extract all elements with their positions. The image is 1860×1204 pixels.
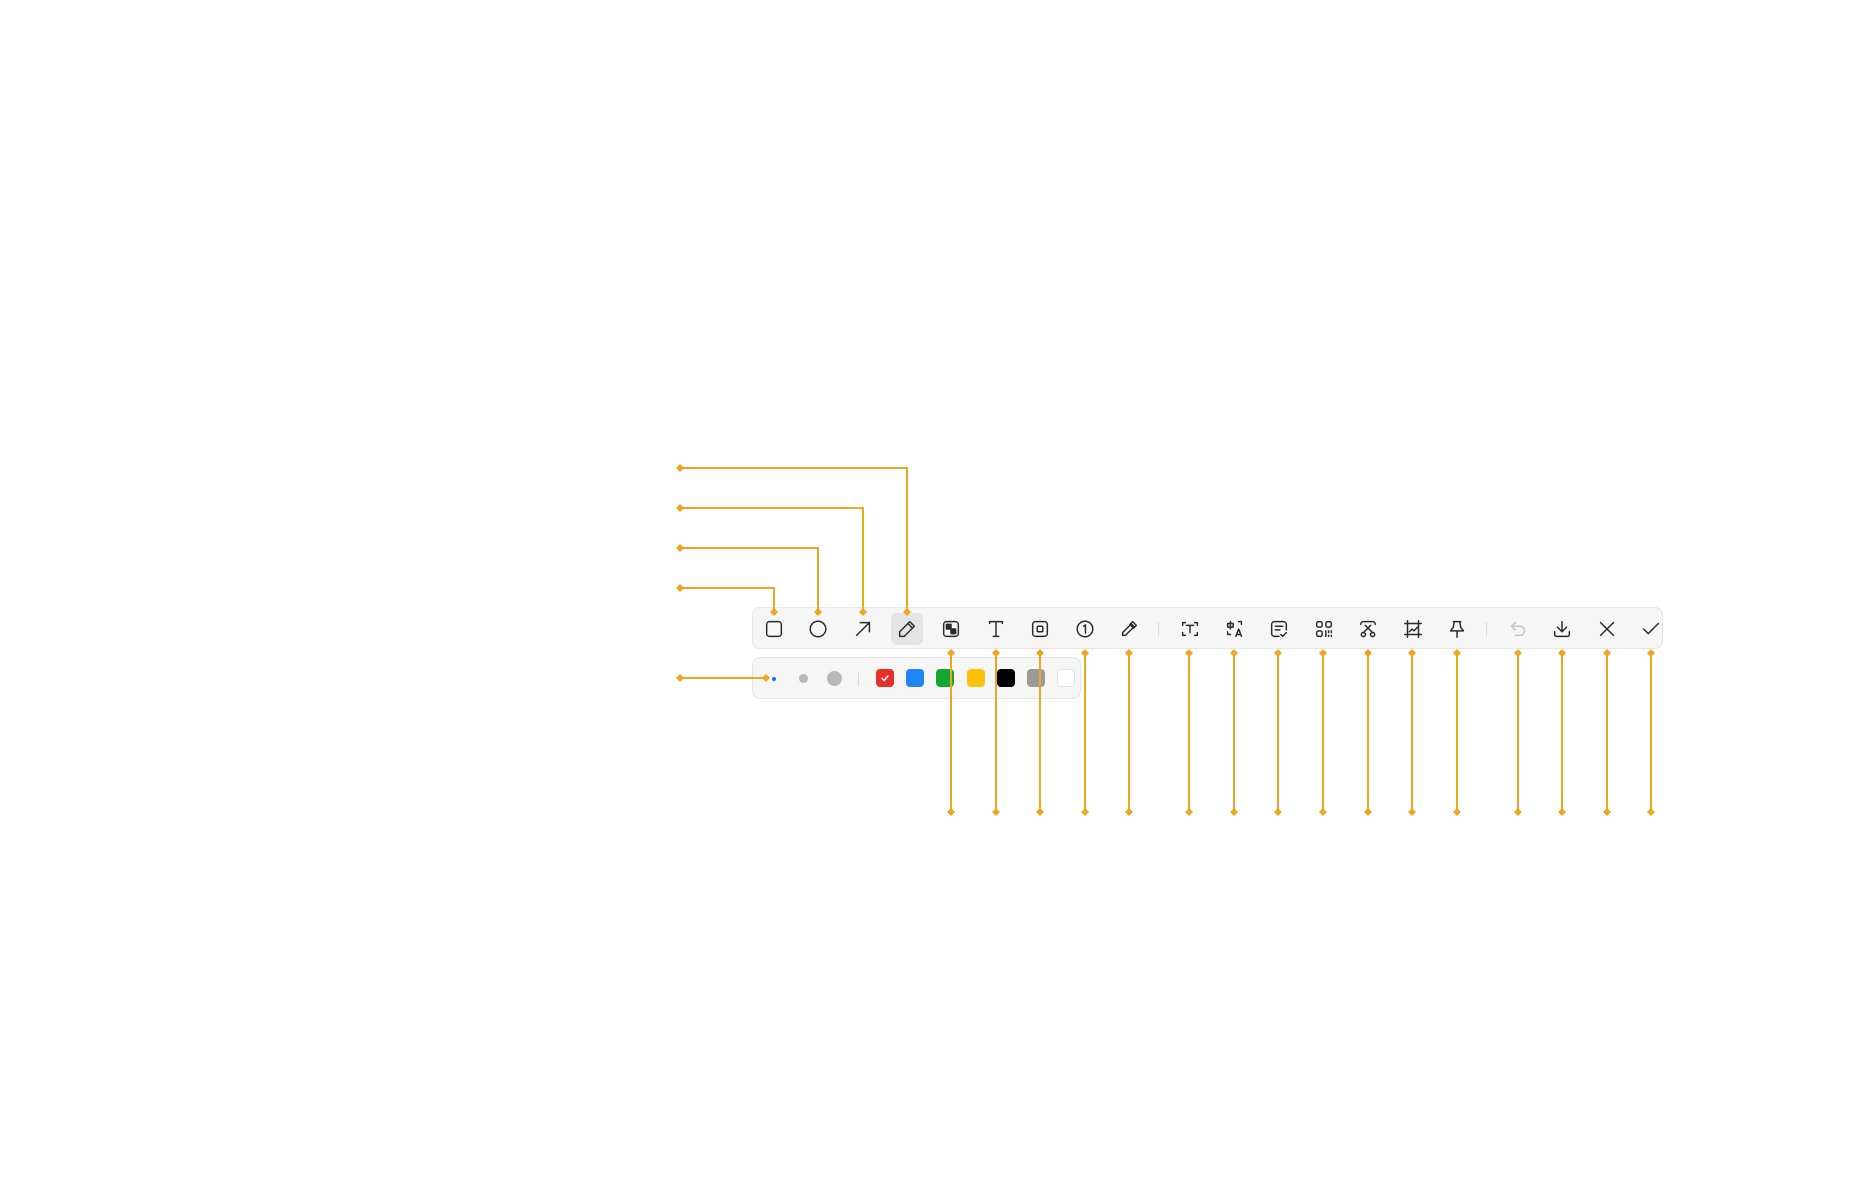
pen-style-bar xyxy=(752,657,1081,699)
ellipse-icon xyxy=(809,620,827,638)
callout-endpoint xyxy=(1558,808,1566,816)
callout-line xyxy=(680,547,819,612)
callout-endpoint xyxy=(1603,649,1611,657)
text-tool-button[interactable] xyxy=(980,613,1012,645)
summary-icon xyxy=(1270,620,1288,638)
color-swatch-red[interactable] xyxy=(876,669,894,687)
eyedropper-icon xyxy=(1121,620,1138,637)
color-picker-button[interactable] xyxy=(1113,613,1145,645)
highlight-box-icon xyxy=(1031,620,1049,638)
check-icon xyxy=(881,675,889,682)
highlight-box-tool-button[interactable] xyxy=(1024,613,1056,645)
callout-endpoint xyxy=(676,464,684,472)
callout-endpoint xyxy=(1230,808,1238,816)
ocr-text-button[interactable] xyxy=(1174,613,1206,645)
size-medium-option[interactable] xyxy=(799,674,808,683)
undo-icon xyxy=(1510,621,1526,637)
callout-endpoint xyxy=(676,674,684,682)
callout-endpoint xyxy=(1081,808,1089,816)
callout-endpoint xyxy=(1453,808,1461,816)
pen-icon xyxy=(898,620,916,638)
long-screenshot-button[interactable] xyxy=(1397,613,1429,645)
number-marker-icon xyxy=(1076,620,1094,638)
callout-endpoint xyxy=(1185,808,1193,816)
callout-endpoint xyxy=(1319,808,1327,816)
size-large-option[interactable] xyxy=(827,671,842,686)
translate-button[interactable] xyxy=(1219,613,1251,645)
qr-code-icon xyxy=(1315,620,1333,638)
callout-endpoint xyxy=(947,808,955,816)
callout-endpoint xyxy=(992,808,1000,816)
callout-endpoint xyxy=(1453,649,1461,657)
ellipse-tool-button[interactable] xyxy=(802,613,834,645)
check-icon xyxy=(1642,622,1660,635)
arrow-icon xyxy=(855,621,871,637)
callout-endpoint xyxy=(1319,649,1327,657)
toolbar-divider xyxy=(1486,622,1487,636)
callout-endpoint xyxy=(1647,649,1655,657)
rectangle-tool-button[interactable] xyxy=(758,613,790,645)
callout-endpoint xyxy=(676,504,684,512)
callout-endpoint xyxy=(1125,808,1133,816)
cutout-button[interactable] xyxy=(1352,613,1384,645)
callout-endpoint xyxy=(1125,649,1133,657)
callout-line xyxy=(680,507,864,612)
color-swatch-gray[interactable] xyxy=(1027,669,1045,687)
callout-endpoint xyxy=(1274,808,1282,816)
download-button[interactable] xyxy=(1546,613,1578,645)
color-swatch-blue[interactable] xyxy=(906,669,924,687)
callout-endpoint xyxy=(992,649,1000,657)
callout-endpoint xyxy=(676,544,684,552)
callout-endpoint xyxy=(1081,649,1089,657)
callout-endpoint xyxy=(676,584,684,592)
color-swatch-black[interactable] xyxy=(997,669,1015,687)
rectangle-icon xyxy=(765,620,783,638)
download-icon xyxy=(1553,620,1571,638)
pin-button[interactable] xyxy=(1441,613,1473,645)
color-swatch-white[interactable] xyxy=(1057,669,1075,687)
callout-endpoint xyxy=(1647,808,1655,816)
callout-endpoint xyxy=(1603,808,1611,816)
undo-button[interactable] xyxy=(1502,613,1534,645)
pen-tool-button[interactable] xyxy=(891,613,923,645)
colorbar-divider xyxy=(858,672,859,686)
mosaic-tool-button[interactable] xyxy=(935,613,967,645)
crop-frame-icon xyxy=(1404,620,1422,638)
qr-code-button[interactable] xyxy=(1308,613,1340,645)
size-small-option[interactable] xyxy=(772,677,776,681)
number-marker-tool-button[interactable] xyxy=(1069,613,1101,645)
callout-endpoint xyxy=(1036,649,1044,657)
screenshot-toolbar xyxy=(752,607,1663,649)
color-swatch-yellow[interactable] xyxy=(967,669,985,687)
callout-endpoint xyxy=(1185,649,1193,657)
color-swatch-green[interactable] xyxy=(936,669,954,687)
callout-endpoint xyxy=(1514,808,1522,816)
translate-icon xyxy=(1226,620,1243,638)
callout-endpoint xyxy=(1274,649,1282,657)
callout-endpoint xyxy=(1514,649,1522,657)
summary-button[interactable] xyxy=(1263,613,1295,645)
mosaic-icon xyxy=(942,620,960,638)
callout-endpoint xyxy=(1230,649,1238,657)
confirm-button[interactable] xyxy=(1635,613,1667,645)
callout-endpoint xyxy=(1558,649,1566,657)
arrow-tool-button[interactable] xyxy=(847,613,879,645)
callout-endpoint xyxy=(1408,649,1416,657)
callout-endpoint xyxy=(1364,808,1372,816)
close-icon xyxy=(1599,621,1615,637)
callout-endpoint xyxy=(1408,808,1416,816)
pin-icon xyxy=(1449,620,1465,638)
callout-endpoint xyxy=(947,649,955,657)
ocr-text-icon xyxy=(1181,621,1199,637)
callout-line xyxy=(680,467,908,612)
toolbar-divider xyxy=(1158,622,1159,636)
text-icon xyxy=(988,620,1004,638)
callout-endpoint xyxy=(1364,649,1372,657)
scissors-icon xyxy=(1359,620,1377,638)
cancel-button[interactable] xyxy=(1591,613,1623,645)
callout-endpoint xyxy=(1036,808,1044,816)
